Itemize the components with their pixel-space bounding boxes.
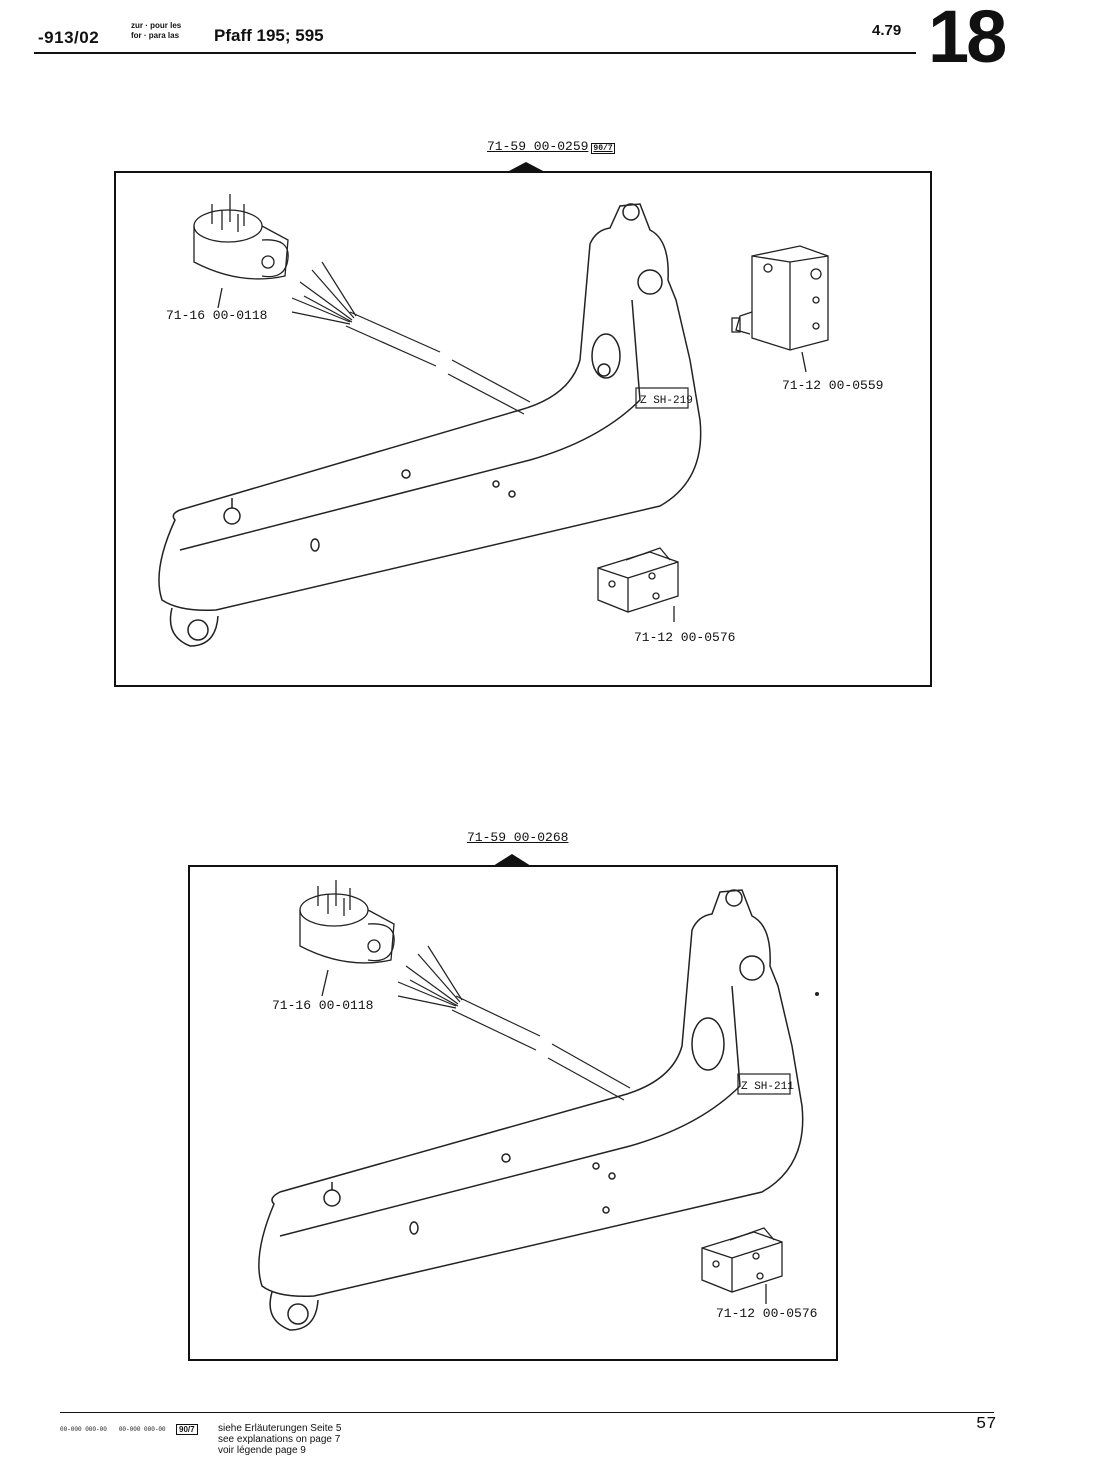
figure1-arm-drawing: [158, 203, 702, 647]
figure2-assembly-number: 71-59 00-0268: [467, 830, 569, 845]
footer-code2: 00-000 000-00: [118, 1426, 166, 1433]
footer-explanations: siehe Erläuterungen Seite 5 see explanat…: [218, 1423, 341, 1456]
footer-code1: 00-000 000-00: [60, 1426, 107, 1433]
figure2-pointer: [493, 854, 531, 866]
figure2-speck: [815, 992, 819, 996]
figure2-cable-drawing: [397, 945, 631, 1101]
figure2-socket-drawing: [299, 880, 395, 997]
figure2-tag: Z SH-211: [741, 1081, 794, 1093]
language-note-line1: zur · pour les: [131, 21, 182, 30]
figure1-socket-label: 71-16 00-0118: [166, 308, 268, 323]
issue-date: 4.79: [872, 22, 902, 39]
header-rule: [34, 52, 916, 54]
figure2-socket-label: 71-16 00-0118: [272, 998, 374, 1013]
figure1-cable-drawing: [291, 261, 531, 415]
page-number: 57: [976, 1415, 997, 1434]
footer-codes: 00-000 000-00 00-000 000-00: [60, 1426, 178, 1433]
footer-badge: 90/7: [176, 1424, 198, 1435]
figure1-pointer: [507, 162, 545, 172]
catalog-code: -913/02: [38, 28, 100, 47]
figure1-switch-bottom-label: 71-12 00-0576: [634, 630, 736, 645]
footer-line-en: see explanations on page 7: [218, 1434, 341, 1445]
figure1-frame: [114, 171, 932, 687]
figure2-switch-bottom-drawing: [701, 1227, 783, 1304]
figure2-drawing: Z SH-211: [188, 854, 838, 1361]
language-note: zur · pour les for · para las: [131, 21, 181, 41]
footer-line-de: siehe Erläuterungen Seite 5: [218, 1423, 342, 1434]
footer-rule: [60, 1412, 994, 1413]
footer-line-fr: voir légende page 9: [218, 1445, 306, 1456]
figure1-switch-top-label: 71-12 00-0559: [782, 378, 884, 393]
figure2-arm-drawing: [258, 889, 804, 1331]
figure1-drawing: Z SH-219: [114, 162, 932, 687]
figure2-switch-bottom-label: 71-12 00-0576: [716, 1306, 818, 1321]
figure1-switch-bottom-drawing: [597, 547, 679, 622]
figure1-tag: Z SH-219: [640, 395, 693, 407]
figure2-frame: [188, 865, 838, 1361]
language-note-line2: for · para las: [131, 31, 180, 40]
section-number: 18: [928, 0, 1007, 78]
figure1-switch-top-drawing: [731, 245, 829, 373]
figure1-socket-drawing: [193, 194, 289, 309]
machine-title: Pfaff 195; 595: [214, 26, 324, 45]
figure1-badge: 90/7: [591, 143, 615, 154]
figure1-assembly-number: 71-59 00-0259: [487, 139, 589, 154]
